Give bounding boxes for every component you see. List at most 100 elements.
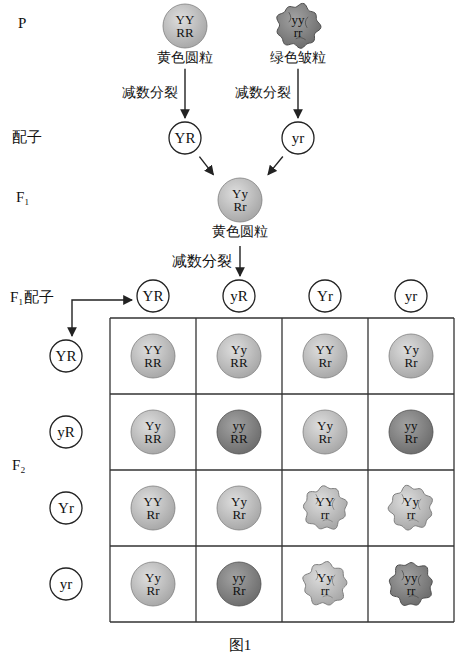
meiosis-arrow [239,246,240,276]
pea-node: Yy RR [216,333,262,379]
genotype-text: yy Rr [399,419,423,446]
gamete-circle: yr [49,567,83,601]
gamete-bracket-arrow [72,300,132,336]
gamete-circle: Yr [49,491,83,525]
gamete-circle: yR [49,415,83,449]
cross-arrow [199,157,213,175]
diagram-label: F₁ [16,188,30,206]
gamete-circle: YR [168,121,202,155]
pea-node: yy RR [216,409,262,455]
genotype-text: YY RR [173,13,197,40]
gamete-disc: Yr [49,491,83,525]
pea-disc: Yy rr [388,485,434,531]
pea-disc: YY Rr [302,333,348,379]
diagram-label: P [18,14,26,32]
pea-node: yy rr [388,561,434,607]
gamete-genotype: Yr [317,288,333,305]
pea-node: YY Rr [302,333,348,379]
genotype-text: YY RR [141,343,165,370]
genotype-text: Yy Rr [141,571,165,598]
edge-label: 减数分裂 [121,85,179,102]
gamete-disc: YR [49,339,83,373]
pea-disc: yy rr [275,3,321,49]
pea-disc: Yy RR [216,333,262,379]
genotype-text: Yy Rr [227,495,251,522]
pea-disc: Yy Rr [216,485,262,531]
pea-node: yy Rr [216,561,262,607]
gamete-genotype: yr [405,288,418,305]
pea-node: Yy Rr [302,409,348,455]
pea-disc: Yy RR [130,409,176,455]
genotype-text: yy rr [399,571,423,598]
pea-node: Yy Rr [130,561,176,607]
pea-node: Yy Rr 黄色圆粒 [212,177,268,241]
pea-disc: Yy rr [302,561,348,607]
phenotype-label: 黄色圆粒 [157,50,213,67]
genotype-text: Yy RR [141,419,165,446]
pea-disc: Yy Rr [217,177,263,223]
gamete-genotype: yr [60,576,73,593]
genotype-text: Yy rr [399,495,423,522]
genotype-text: YY rr [313,495,337,522]
phenotype-label: 绿色皱粒 [270,50,326,67]
diagram-label: F₂ [12,456,26,474]
genotype-text: Yy Rr [313,419,337,446]
genotype-text: yy Rr [227,571,251,598]
pea-disc: Yy Rr [388,333,434,379]
gamete-genotype: Yr [58,500,74,517]
gamete-disc: YR [168,121,202,155]
gamete-circle: yR [222,279,256,313]
pea-disc: YY RR [130,333,176,379]
gamete-genotype: YR [143,288,164,305]
genotype-text: Yy rr [313,571,337,598]
pea-node: yy rr 绿色皱粒 [270,3,326,67]
pea-node: Yy rr [388,485,434,531]
pea-node: YY RR [130,333,176,379]
gamete-disc: yR [49,415,83,449]
pea-disc: Yy Rr [130,561,176,607]
gamete-circle: Yr [308,279,342,313]
edge-label: 减数分裂 [234,85,292,102]
pea-disc: yy rr [388,561,434,607]
pea-disc: Yy Rr [302,409,348,455]
cross-arrow [184,69,185,118]
genotype-text: yy rr [286,13,310,40]
gamete-genotype: yR [230,288,248,305]
gamete-disc: yr [49,567,83,601]
cross-arrow [268,157,283,175]
genotype-text: YY Rr [313,343,337,370]
genotype-text: Yy Rr [228,187,252,214]
gamete-circle: yr [394,279,428,313]
cross-arrow [297,69,298,118]
gamete-disc: Yr [308,279,342,313]
gamete-circle: YR [136,279,170,313]
diagram-label: 配子 [12,128,42,146]
genotype-text: Yy Rr [399,343,423,370]
phenotype-label: 黄色圆粒 [212,224,268,241]
gamete-genotype: YR [56,348,77,365]
gamete-disc: yr [281,121,315,155]
pea-node: yy Rr [388,409,434,455]
genotype-text: yy RR [227,419,251,446]
gamete-genotype: YR [175,130,196,147]
diagram-label: 减数分裂 [172,252,232,270]
pea-disc: yy Rr [388,409,434,455]
grid-lines [110,318,454,622]
pea-node: Yy rr [302,561,348,607]
genotype-text: Yy RR [227,343,251,370]
gamete-genotype: yr [292,130,305,147]
figure-caption: 图1 [229,636,252,654]
gamete-disc: YR [136,279,170,313]
genotype-text: YY Rr [141,495,165,522]
pea-disc: YY RR [162,3,208,49]
diagram-label: F₁配子 [10,288,54,306]
gamete-circle: yr [281,121,315,155]
gamete-disc: yr [394,279,428,313]
pea-disc: YY rr [302,485,348,531]
pea-node: YY rr [302,485,348,531]
pea-node: YY Rr [130,485,176,531]
pea-node: Yy RR [130,409,176,455]
pea-node: Yy Rr [388,333,434,379]
pea-disc: yy RR [216,409,262,455]
